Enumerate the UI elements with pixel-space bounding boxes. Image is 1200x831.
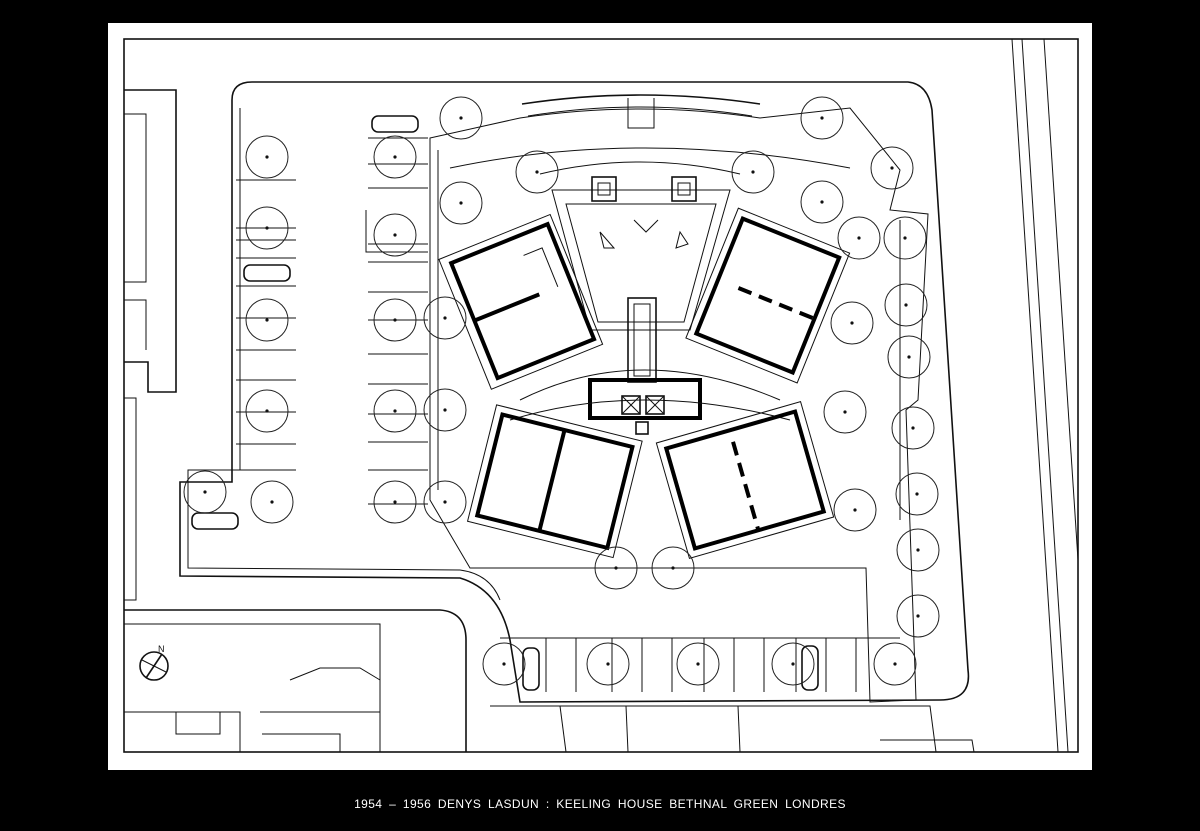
plan-frame	[123, 38, 1079, 753]
car	[243, 264, 291, 282]
parking-bays-left	[236, 137, 428, 505]
central-core	[551, 176, 731, 435]
wing-south-west	[466, 404, 643, 559]
car	[801, 645, 819, 691]
wing-north-west	[438, 213, 604, 390]
wing-south-east	[655, 401, 835, 559]
site-plan-sheet: N	[108, 23, 1092, 770]
car	[522, 647, 540, 691]
car	[371, 115, 419, 133]
wing-north-east	[685, 207, 851, 384]
trees	[183, 96, 940, 686]
site-boundary	[179, 81, 970, 703]
parked-cars	[191, 115, 819, 691]
adjacent-buildings-left	[124, 89, 177, 601]
north-arrow-icon: N	[139, 644, 169, 681]
north-label: N	[158, 644, 165, 654]
site-plan-drawing: N	[123, 38, 1079, 753]
car	[191, 512, 239, 530]
street-right	[1011, 38, 1079, 753]
garden-enclosure	[429, 107, 929, 703]
parking-bays-bottom	[500, 637, 900, 692]
adjacent-buildings-bottom	[124, 609, 975, 753]
slide-caption: 1954 – 1956 DENYS LASDUN : KEELING HOUSE…	[354, 797, 846, 811]
